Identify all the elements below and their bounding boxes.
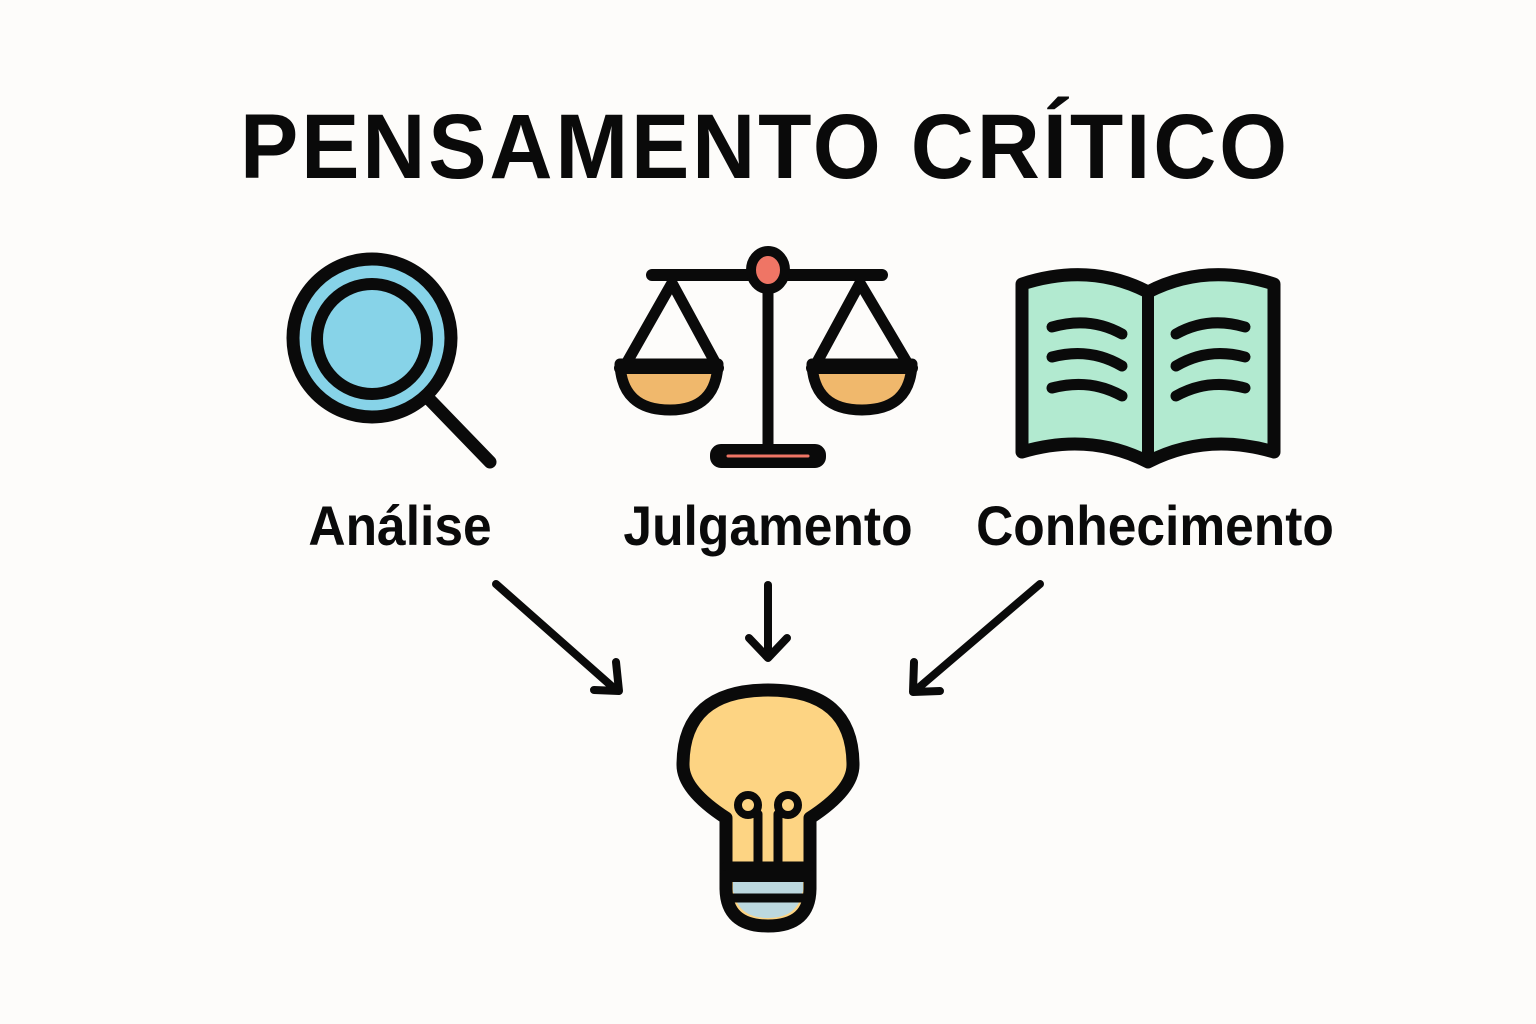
- diagram-title: PENSAMENTO CRÍTICO: [239, 96, 1290, 198]
- arrow-conhecimento-icon: [909, 580, 1044, 696]
- label-analise: Análise: [308, 494, 492, 557]
- lightbulb-icon: [676, 683, 860, 933]
- magnifying-glass-icon: [286, 252, 497, 469]
- arrow-julgamento-icon: [745, 581, 791, 662]
- arrows: [492, 580, 1044, 696]
- label-julgamento: Julgamento: [623, 494, 913, 557]
- arrow-analise-icon: [492, 580, 623, 695]
- label-conhecimento: Conhecimento: [976, 494, 1334, 557]
- open-book-icon: [1015, 268, 1281, 469]
- balance-scale-icon: [614, 246, 918, 468]
